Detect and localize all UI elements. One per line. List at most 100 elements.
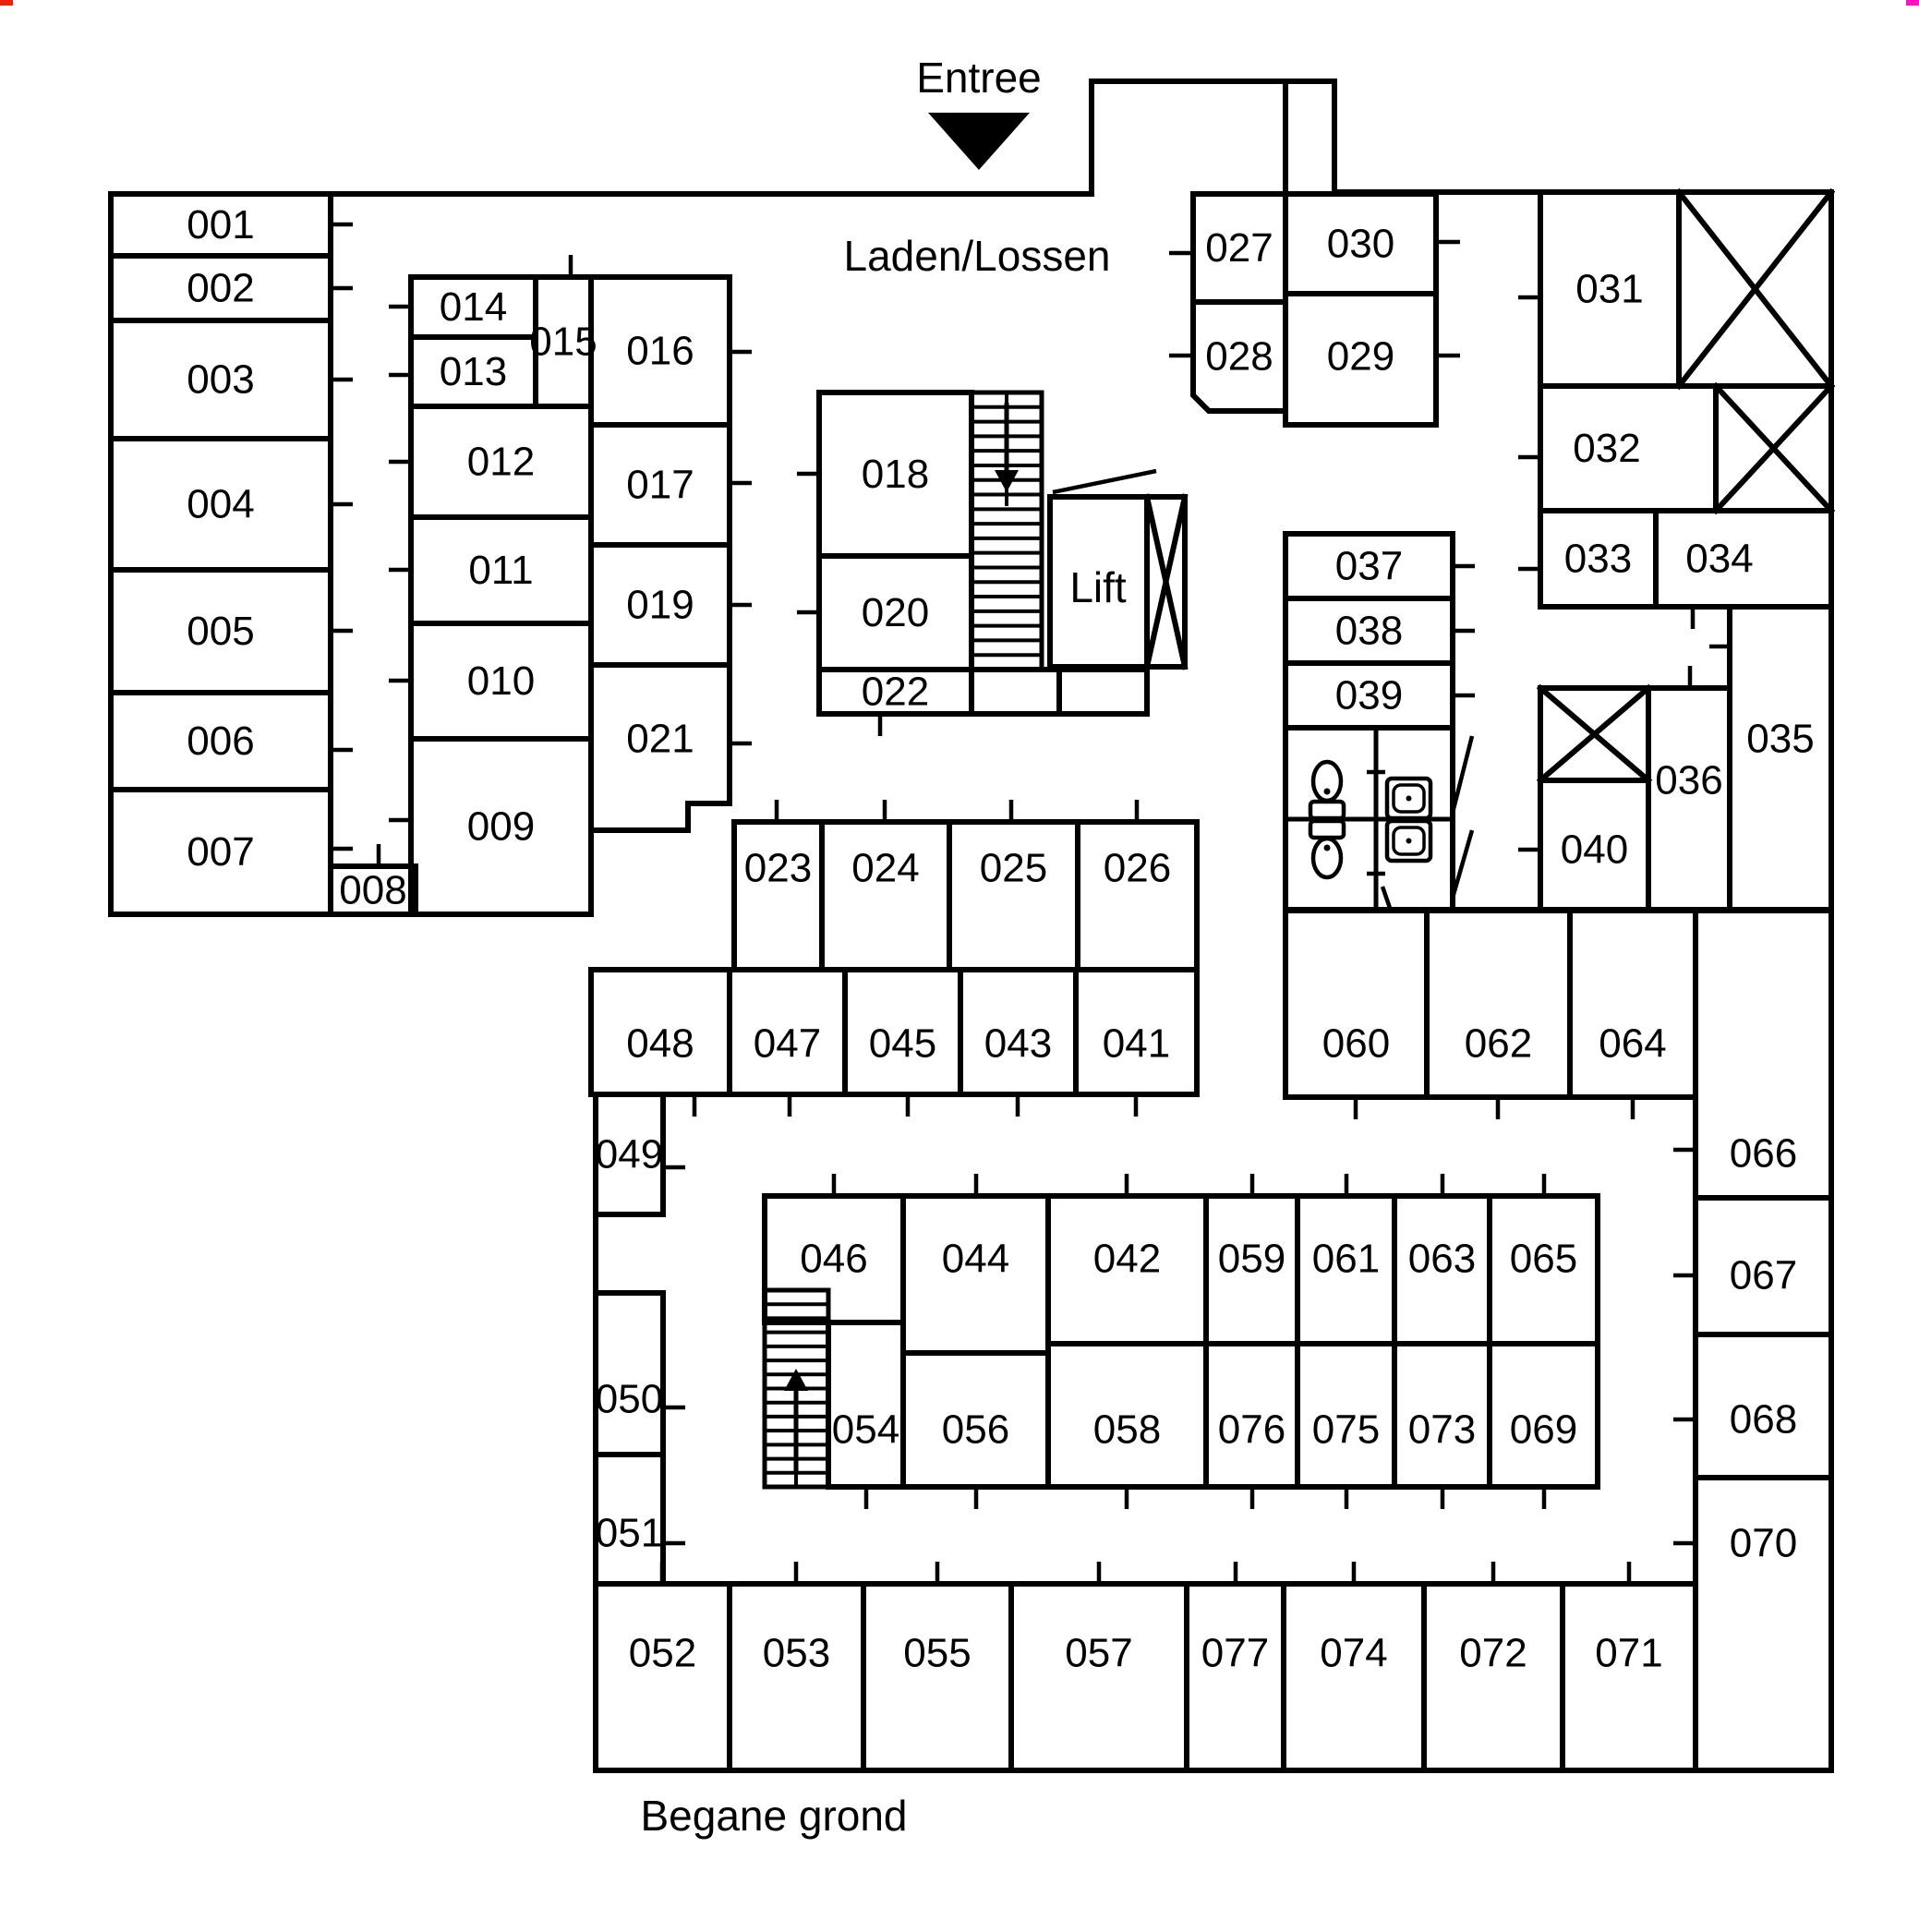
room-label-058: 058: [1093, 1407, 1161, 1453]
room-label-068: 068: [1730, 1397, 1797, 1443]
room-label-074: 074: [1320, 1631, 1387, 1676]
room-store-a: [969, 667, 1062, 717]
room-050: [593, 1290, 666, 1457]
room-label-037: 037: [1335, 544, 1403, 589]
room-label-008: 008: [339, 868, 406, 913]
toilet-icon: [1308, 818, 1346, 880]
room-label-057: 057: [1065, 1631, 1132, 1676]
toilet-icon: [1308, 759, 1346, 821]
sink-drain: [1406, 838, 1412, 844]
shaft-040-cross: [1536, 683, 1653, 785]
lift-label: Lift: [1069, 563, 1127, 611]
room-055: [861, 1581, 1014, 1773]
room-label-013: 013: [440, 349, 507, 394]
room-label-053: 053: [763, 1631, 830, 1676]
room-label-056: 056: [942, 1407, 1009, 1453]
room-label-048: 048: [626, 1021, 694, 1067]
room-label-039: 039: [1335, 673, 1403, 718]
room-label-067: 067: [1730, 1253, 1797, 1298]
room-label-061: 061: [1312, 1237, 1380, 1282]
room-label-035: 035: [1746, 717, 1814, 762]
room-label-012: 012: [467, 440, 535, 485]
room-label-036: 036: [1655, 758, 1722, 803]
sink-outer: [1384, 776, 1433, 821]
floor-label: Begane grond: [640, 1792, 907, 1840]
shaft-lift-cross: [1143, 493, 1189, 670]
room-label-052: 052: [629, 1631, 696, 1676]
toilet-dot: [1323, 844, 1331, 851]
laden-lossen-label: Laden/Lossen: [843, 232, 1110, 280]
sink-outer: [1384, 818, 1433, 863]
room-label-062: 062: [1465, 1021, 1532, 1067]
shaft-ne-cross: [1674, 187, 1836, 391]
room-label-009: 009: [467, 804, 535, 850]
stairs-main: [969, 390, 1044, 672]
room-029: [1283, 291, 1439, 428]
room-label-021: 021: [626, 717, 694, 762]
room-label-041: 041: [1103, 1021, 1170, 1067]
door-swing: [1052, 468, 1157, 495]
room-064: [1567, 908, 1698, 1100]
room-label-025: 025: [980, 846, 1047, 891]
room-label-040: 040: [1561, 827, 1628, 873]
room-label-029: 029: [1327, 334, 1394, 380]
room-label-027: 027: [1205, 225, 1273, 271]
room-label-004: 004: [187, 482, 254, 527]
shaft-e: [1713, 383, 1834, 513]
room-008: [328, 863, 418, 917]
room-label-023: 023: [744, 846, 812, 891]
sink-drain: [1406, 795, 1412, 802]
corner-mark: [0, 0, 13, 6]
room-label-047: 047: [754, 1021, 821, 1067]
stairs-island: [762, 1287, 831, 1490]
room-label-045: 045: [869, 1021, 936, 1067]
room-label-005: 005: [187, 609, 254, 654]
room-label-051: 051: [596, 1511, 663, 1556]
room-072: [1421, 1581, 1565, 1773]
room-label-073: 073: [1408, 1407, 1476, 1453]
shaft-lift: [1144, 494, 1188, 670]
room-label-024: 024: [851, 846, 919, 891]
room-label-064: 064: [1599, 1021, 1666, 1067]
room-label-022: 022: [862, 670, 929, 715]
room-label-069: 069: [1510, 1407, 1577, 1453]
toilet-bowl: [1310, 759, 1344, 803]
sink-icon: [1384, 776, 1433, 821]
room-label-001: 001: [187, 202, 254, 248]
room-074: [1281, 1581, 1427, 1773]
room-025: [947, 819, 1080, 972]
room-label-059: 059: [1218, 1237, 1285, 1282]
room-label-019: 019: [626, 583, 694, 628]
room-label-060: 060: [1322, 1021, 1390, 1067]
room-store-b: [1056, 667, 1150, 717]
room-label-038: 038: [1335, 609, 1403, 654]
room-054: [826, 1320, 906, 1490]
room-label-031: 031: [1575, 267, 1643, 312]
room-label-007: 007: [187, 829, 254, 875]
room-028: [1190, 299, 1288, 414]
room-label-028: 028: [1205, 334, 1273, 380]
room-023: [731, 819, 825, 972]
room-007: [108, 787, 333, 917]
room-label-044: 044: [942, 1237, 1009, 1282]
room-label-072: 072: [1459, 1631, 1527, 1676]
room-label-026: 026: [1104, 846, 1171, 891]
room-021: [588, 662, 732, 833]
room-label-032: 032: [1573, 426, 1640, 471]
toilet-tank: [1308, 818, 1346, 840]
door-swing: [1450, 735, 1475, 814]
room-label-042: 042: [1093, 1237, 1161, 1282]
room-024: [819, 819, 952, 972]
room-057: [1008, 1581, 1189, 1773]
room-label-010: 010: [467, 658, 535, 704]
room-label-054: 054: [832, 1407, 899, 1453]
room-label-020: 020: [862, 590, 929, 635]
entrance-arrow-icon: [928, 113, 1030, 170]
room-label-050: 050: [596, 1377, 663, 1422]
room-label-065: 065: [1510, 1237, 1577, 1282]
entree-label: Entree: [916, 54, 1042, 102]
room-label-011: 011: [468, 548, 533, 593]
room-label-006: 006: [187, 718, 254, 764]
door-swing: [1380, 886, 1394, 912]
